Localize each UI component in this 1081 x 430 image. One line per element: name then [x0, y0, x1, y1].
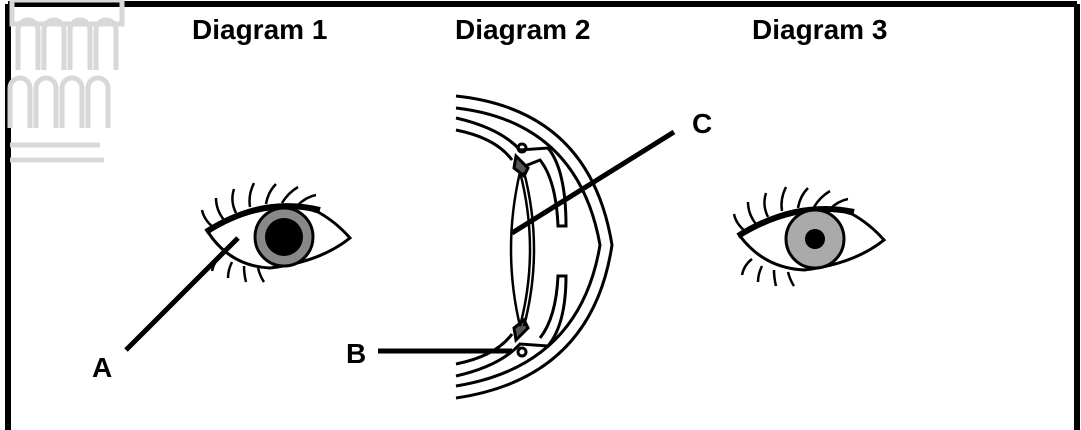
diagram-1-title: Diagram 1: [192, 14, 327, 46]
ciliary-body-lower: [518, 348, 526, 356]
eye-diagram-1: [202, 183, 350, 282]
diagram-2-title: Diagram 2: [455, 14, 590, 46]
watermark-logo: [10, 0, 122, 160]
label-c: C: [692, 108, 712, 140]
label-b: B: [346, 338, 366, 370]
diagram-3-title: Diagram 3: [752, 14, 887, 46]
pupil-large: [265, 218, 303, 256]
lens: [511, 172, 530, 326]
eye-diagram-3: [734, 187, 884, 286]
pupil-small: [805, 229, 825, 249]
ciliary-body-upper: [518, 144, 526, 152]
label-pointers: [126, 132, 674, 351]
label-a: A: [92, 352, 112, 384]
pointer-a: [126, 238, 238, 350]
